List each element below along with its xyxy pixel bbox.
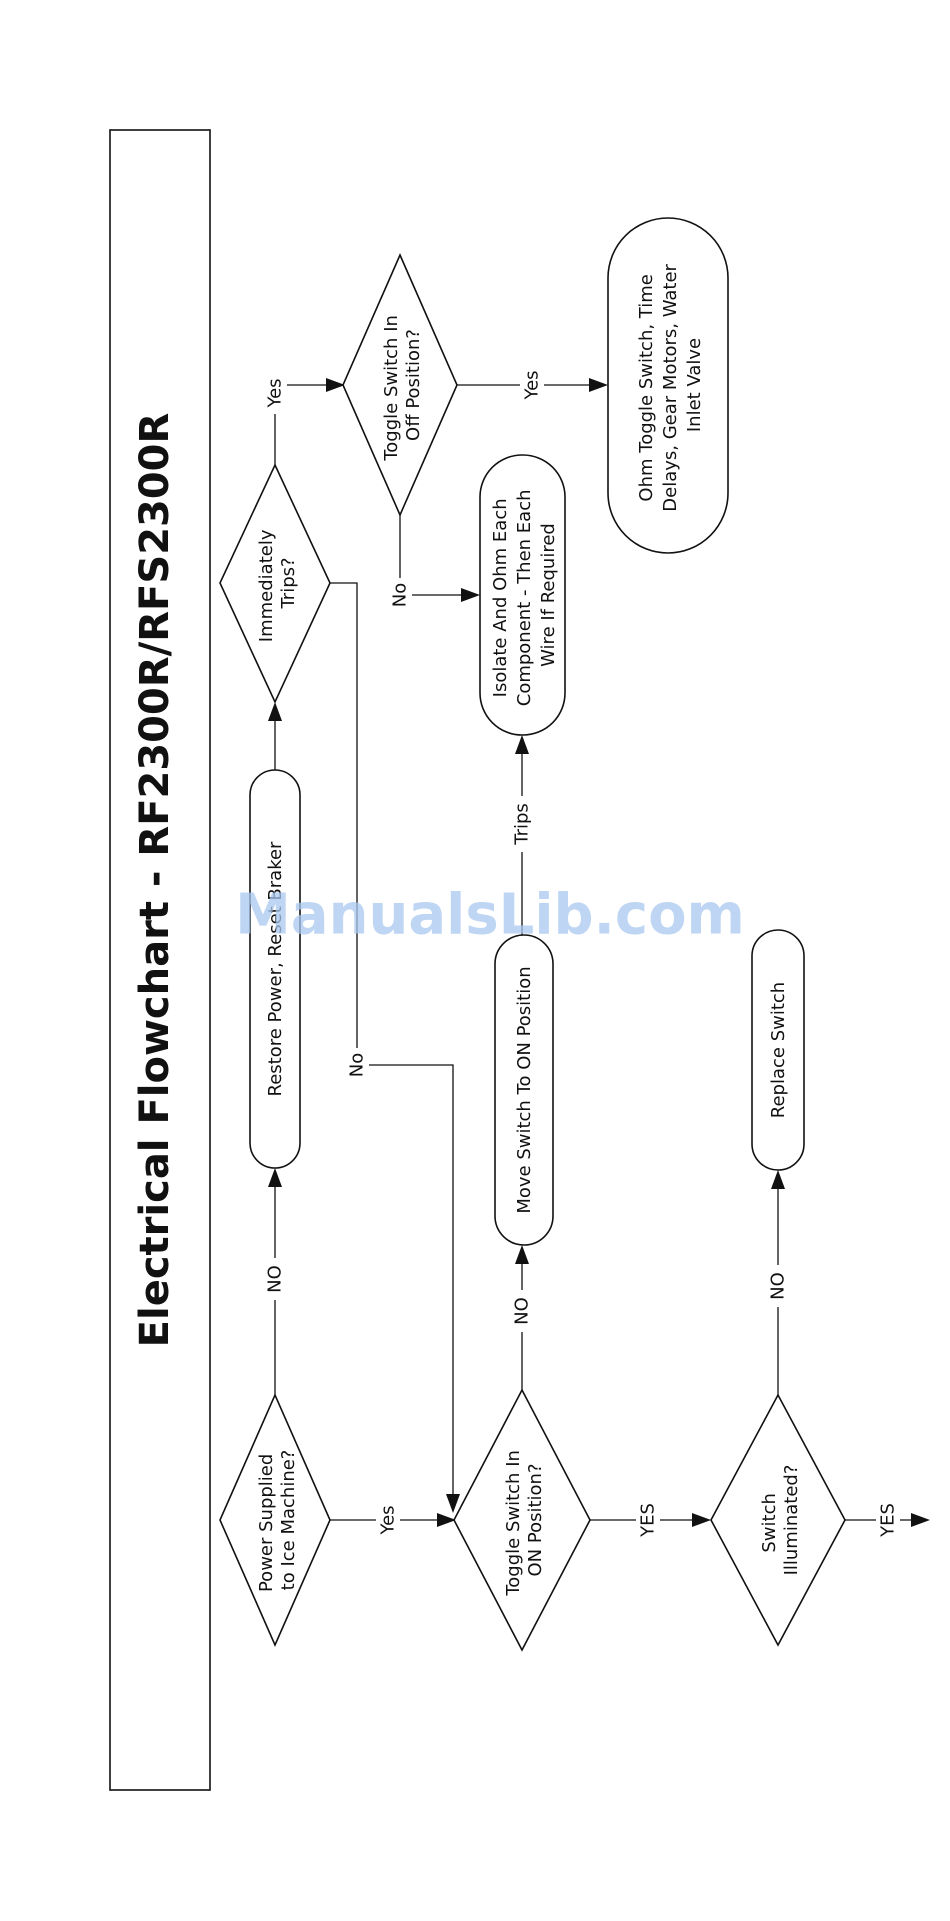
arrowhead <box>589 378 608 392</box>
arrowhead <box>268 1168 282 1187</box>
svg-text:Isolate And Ohm Each Com: Isolate And Ohm Each Component - Then Ea… <box>490 484 559 707</box>
svg-text:NO: NO <box>265 1265 286 1293</box>
watermark: ManualsLib.com <box>235 883 745 948</box>
arrowhead <box>437 1513 456 1527</box>
edge-label-power-yes: Yes <box>376 1499 400 1541</box>
node-immediately-trips: Immediately Trips? <box>219 463 331 704</box>
svg-text:No: No <box>390 583 411 607</box>
arrowhead <box>268 702 282 721</box>
svg-text:Power Supplied to Ice Ma: Power Supplied to Ice Machine? <box>256 1448 299 1592</box>
arrowhead <box>911 1513 930 1527</box>
svg-text:Switch Illuminated?: Switch Illuminated? <box>759 1465 802 1576</box>
node-ohm-toggle: Ohm Toggle Switch, Time Delays, Gear Mot… <box>607 217 729 554</box>
node-text-line: Toggle Switch In <box>503 1450 524 1597</box>
node-text-line: Delays, Gear Motors, Water <box>660 263 681 511</box>
svg-text:NO: NO <box>512 1297 533 1325</box>
edge-label-trips-no: No <box>345 1048 369 1082</box>
edge-label-move-trips: Trips <box>510 796 534 852</box>
node-text-line: Immediately <box>256 529 277 642</box>
svg-text:Toggle Switch In ON Posi: Toggle Switch In ON Position? <box>503 1444 546 1596</box>
node-text-line: Replace Switch <box>768 982 789 1118</box>
node-text-line: Toggle Switch In <box>381 315 402 462</box>
svg-text:Restore Power, Reset Braker: Restore Power, Reset Braker <box>265 841 286 1097</box>
node-text-line: ON Position? <box>525 1464 546 1577</box>
arrowhead <box>446 1494 460 1513</box>
svg-text:Ohm Toggle Switch, Time: Ohm Toggle Switch, Time Delays, Gear Mot… <box>636 258 705 511</box>
node-text-line: Trips? <box>278 557 299 609</box>
svg-text:NO: NO <box>768 1272 789 1300</box>
node-text-line: Isolate And Ohm Each <box>490 498 511 697</box>
node-replace-switch: Replace Switch <box>751 929 805 1171</box>
arrowhead <box>771 1170 785 1189</box>
svg-text:YES: YES <box>878 1503 899 1538</box>
node-text-line: Component - Then Each <box>514 489 535 706</box>
svg-text:Toggle Switch In Off Pos: Toggle Switch In Off Position? <box>381 309 424 461</box>
edge-label-illum-no: NO <box>766 1265 790 1307</box>
node-text-line: Wire If Required <box>538 523 559 667</box>
svg-text:Yes: Yes <box>522 370 543 400</box>
arrowhead <box>692 1513 711 1527</box>
node-text-line: Ohm Toggle Switch, Time <box>636 274 657 501</box>
edge-label-illum-yes: YES <box>876 1495 900 1545</box>
svg-text:No: No <box>347 1053 368 1077</box>
edge-trips-no-to-toggle-on <box>330 582 454 1495</box>
node-toggle-on: Toggle Switch In ON Position? <box>453 1388 591 1652</box>
node-text-line: Switch <box>759 1493 780 1553</box>
edge-label-on-no: NO <box>510 1290 534 1332</box>
node-power-supplied: Power Supplied to Ice Machine? <box>219 1393 331 1647</box>
svg-text:Trips: Trips <box>512 803 533 846</box>
edge-label-off-yes: Yes <box>520 364 544 406</box>
node-text-line: Move Switch To ON Position <box>514 966 535 1213</box>
svg-text:Move Switch To ON Position: Move Switch To ON Position <box>514 966 535 1213</box>
node-toggle-off: Toggle Switch In Off Position? <box>342 253 458 517</box>
edge-label-on-yes: YES <box>636 1495 660 1545</box>
svg-text:Yes: Yes <box>265 378 286 408</box>
svg-text:Replace Switch: Replace Switch <box>768 982 789 1118</box>
arrowhead <box>515 735 529 754</box>
edge-label-power-no: NO <box>263 1258 287 1300</box>
node-restore-power: Restore Power, Reset Braker <box>249 769 301 1169</box>
edge-label-off-no: No <box>388 578 412 612</box>
arrowhead <box>461 588 480 602</box>
node-isolate: Isolate And Ohm Each Component - Then Ea… <box>479 454 566 736</box>
edge-label-trips-yes: Yes <box>263 372 287 414</box>
node-text-line: Inlet Valve <box>684 338 705 432</box>
node-text-line: Illuminated? <box>781 1465 802 1576</box>
arrowhead <box>326 378 345 392</box>
node-switch-illuminated: Switch Illuminated? <box>710 1393 846 1647</box>
node-text-line: Off Position? <box>403 329 424 441</box>
svg-text:Immediately Trips?: Immediately Trips? <box>256 524 299 642</box>
arrowhead <box>515 1245 529 1264</box>
flowchart-title: Electrical Flowchart - RF2300R/RFS2300R <box>132 413 178 1348</box>
node-text-line: Power Supplied <box>256 1454 277 1592</box>
node-text-line: to Ice Machine? <box>278 1450 299 1591</box>
svg-text:YES: YES <box>638 1503 659 1538</box>
title-banner <box>109 129 211 1791</box>
node-text-line: Restore Power, Reset Braker <box>265 841 286 1097</box>
svg-text:Yes: Yes <box>378 1505 399 1535</box>
node-move-switch: Move Switch To ON Position <box>494 934 554 1246</box>
